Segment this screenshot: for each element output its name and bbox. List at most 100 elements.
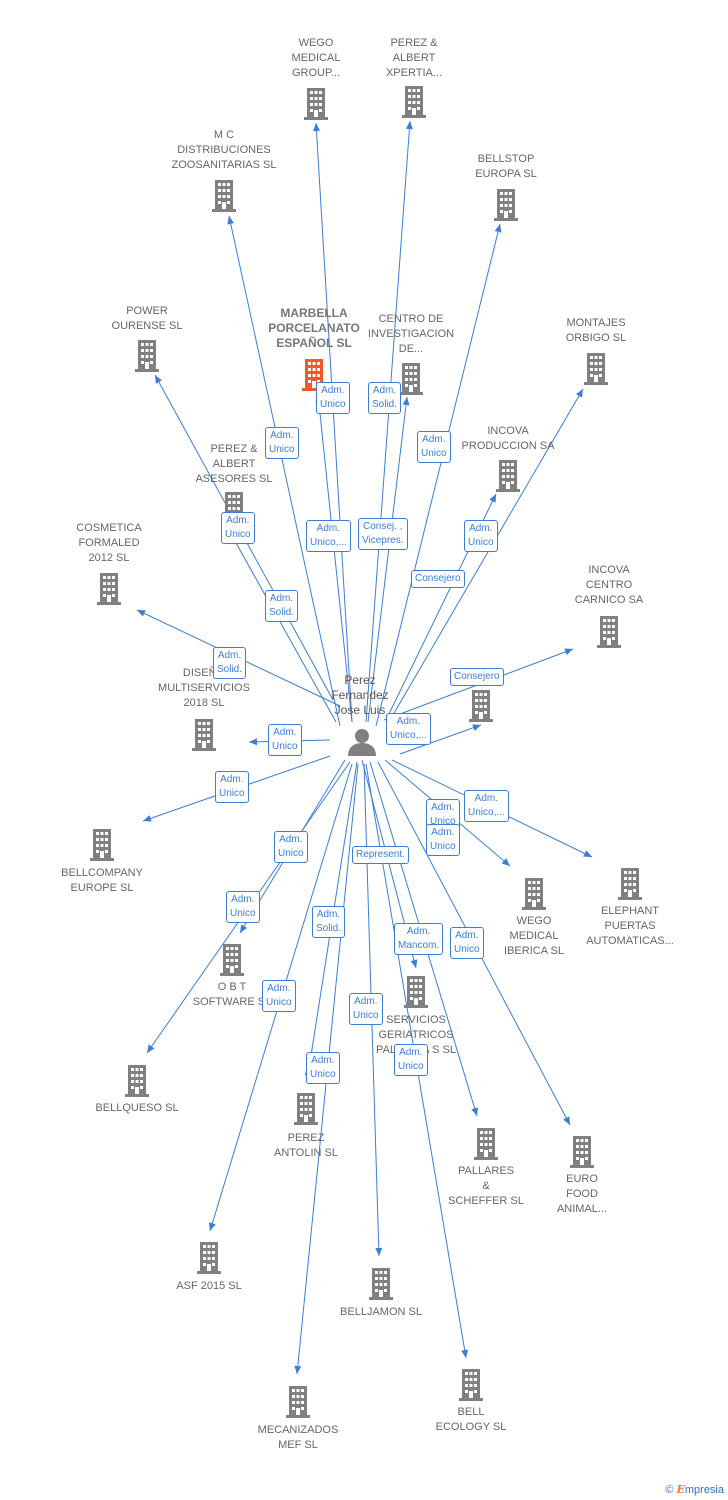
company-label-pallares-scheffer[interactable]: PALLARES & SCHEFFER SL <box>448 1165 524 1207</box>
role-label[interactable]: Adm. Solid. <box>265 590 299 622</box>
company-label-perez-albert-asesores[interactable]: PEREZ & ALBERT ASESORES SL <box>195 443 273 485</box>
edge-ill-sl <box>399 724 482 755</box>
role-label[interactable]: Adm. Unico,... <box>306 520 351 552</box>
edge-bellstop-europa <box>375 223 501 727</box>
role-label[interactable]: Adm. Unico,... <box>464 790 509 822</box>
company-label-servicios-geriatricos[interactable]: SERVICIOS GERIATRICOS PALENCIA S SL <box>376 1014 456 1056</box>
company-label-power-ourense[interactable]: POWER OURENSE SL <box>111 305 183 332</box>
edge-mc-distribuciones <box>228 215 341 727</box>
role-label[interactable]: Adm. Unico <box>265 427 299 459</box>
arrowhead-euro-food-animal <box>563 1116 570 1125</box>
arrowhead-incova-centro-carnico <box>564 648 573 656</box>
building-icon-belljamon[interactable] <box>369 1268 393 1300</box>
company-label-mc-distribuciones[interactable]: M C DISTRIBUCIONES ZOOSANITARIAS SL <box>171 129 277 171</box>
building-icon-perez-albert-xpertia[interactable] <box>402 86 426 118</box>
arrowhead-bellcompany-europe <box>143 815 152 822</box>
building-icon-mecanizados-mef[interactable] <box>286 1386 310 1418</box>
edge-montajes-orbigo <box>389 388 584 721</box>
company-label-bell-ecology[interactable]: BELL ECOLOGY SL <box>435 1406 507 1433</box>
company-label-bellcompany-europe[interactable]: BELLCOMPANY EUROPE SL <box>61 867 143 894</box>
person-icon <box>348 729 376 756</box>
building-icon-power-ourense[interactable] <box>135 340 159 372</box>
arrowhead-ill-sl <box>472 724 481 731</box>
company-label-perez-albert-xpertia[interactable]: PEREZ & ALBERT XPERTIA... <box>385 37 443 79</box>
company-label-wego-medical-iberica[interactable]: WEGO MEDICAL IBERICA SL <box>504 915 564 957</box>
building-icon-wego-medical-iberica[interactable] <box>522 878 546 910</box>
role-label[interactable]: Consejero <box>411 570 465 588</box>
role-label[interactable]: Consejero <box>450 668 504 686</box>
role-label[interactable]: Adm. Solid. <box>312 906 346 938</box>
role-label[interactable]: Adm. Solid. <box>368 382 402 414</box>
role-label[interactable]: Adm. Unico <box>274 831 308 863</box>
company-label-montajes-orbigo[interactable]: MONTAJES ORBIGO SL <box>565 317 627 344</box>
company-label-cosmetica-formaled[interactable]: COSMETICA FORMALED 2012 SL <box>76 522 142 564</box>
role-label[interactable]: Adm. Unico <box>417 431 451 463</box>
building-icon-wego-medical-group[interactable] <box>304 88 328 120</box>
company-label-marbella-porcelanato[interactable]: MARBELLA PORCELANATO ESPAÑOL SL <box>268 306 360 350</box>
building-icon-incova-produccion[interactable] <box>496 460 520 492</box>
role-label[interactable]: Adm. Unico <box>464 520 498 552</box>
building-icon-bellcompany-europe[interactable] <box>90 829 114 861</box>
arrowhead-servicios-geriatricos <box>410 959 418 968</box>
building-icon-bell-ecology[interactable] <box>459 1369 483 1401</box>
arrowhead-obt-software <box>240 924 248 933</box>
arrowhead-cosmetica-formaled <box>137 610 146 617</box>
company-label-bellqueso[interactable]: BELLQUESO SL <box>95 1102 179 1114</box>
role-label[interactable]: Adm. Unico <box>426 824 460 856</box>
role-label[interactable]: Adm. Unico <box>316 382 350 414</box>
company-label-incova-produccion[interactable]: INCOVA PRODUCCION SA <box>461 425 555 452</box>
company-label-belljamon[interactable]: BELLJAMON SL <box>340 1306 422 1318</box>
company-label-centro-investigacion[interactable]: CENTRO DE INVESTIGACION DE... <box>367 313 455 355</box>
company-label-incova-centro-carnico[interactable]: INCOVA CENTRO CARNICO SA <box>574 564 644 606</box>
edge-perez-albert-asesores <box>225 524 337 723</box>
building-icon-asf-2015[interactable] <box>197 1242 221 1274</box>
role-label[interactable]: Adm. Mancom. <box>394 923 444 955</box>
edge-wego-medical-group <box>315 122 353 723</box>
arrowhead-perez-albert-xpertia <box>405 121 413 130</box>
role-label[interactable]: Represent. <box>352 846 409 864</box>
role-label[interactable]: Adm. Solid. <box>213 647 247 679</box>
role-label[interactable]: Consej. , Vicepres. <box>358 518 408 550</box>
building-icon-elephant-puertas[interactable] <box>618 868 642 900</box>
arrowhead-asf-2015 <box>208 1222 216 1231</box>
company-label-mecanizados-mef[interactable]: MECANIZADOS MEF SL <box>257 1424 339 1451</box>
role-label[interactable]: Adm. Unico <box>215 771 249 803</box>
arrowhead-wego-medical-iberica <box>501 858 510 866</box>
building-icon-diseno-multiservicios[interactable] <box>192 719 216 751</box>
building-icon-obt-software[interactable] <box>220 944 244 976</box>
company-label-asf-2015[interactable]: ASF 2015 SL <box>176 1280 242 1292</box>
company-label-wego-medical-group[interactable]: WEGO MEDICAL GROUP... <box>291 37 341 79</box>
company-label-elephant-puertas[interactable]: ELEPHANT PUERTAS AUTOMATICAS... <box>586 905 674 947</box>
building-icon-perez-antolin[interactable] <box>294 1093 318 1125</box>
building-icon-montajes-orbigo[interactable] <box>584 353 608 385</box>
building-icon-euro-food-animal[interactable] <box>570 1136 594 1168</box>
role-label[interactable]: Adm. Unico <box>226 891 260 923</box>
role-label[interactable]: Adm. Unico <box>268 724 302 756</box>
footer-brand: © Empresia <box>665 1483 724 1496</box>
company-label-perez-antolin[interactable]: PEREZ ANTOLIN SL <box>274 1132 338 1159</box>
copyright-icon: © <box>665 1484 674 1496</box>
role-label[interactable]: Adm. Unico <box>450 927 484 959</box>
building-icon-centro-investigacion[interactable] <box>399 363 423 395</box>
role-label[interactable]: Adm. Unico <box>221 512 255 544</box>
edge-centro-investigacion <box>367 396 408 723</box>
company-label-euro-food-animal[interactable]: EURO FOOD ANIMAL... <box>556 1173 608 1215</box>
role-label[interactable]: Adm. Unico,... <box>386 713 431 745</box>
arrowhead-bellstop-europa <box>494 224 502 233</box>
company-label-diseno-multiservicios[interactable]: DISEÑO MULTISERVICIOS 2018 SL <box>158 667 250 709</box>
building-icon-pallares-scheffer[interactable] <box>474 1128 498 1160</box>
building-icon-cosmetica-formaled[interactable] <box>97 573 121 605</box>
company-label-bellstop-europa[interactable]: BELLSTOP EUROPA SL <box>475 153 537 180</box>
center-person-name[interactable]: Perez Fernandez Jose Luis <box>331 673 389 717</box>
role-label[interactable]: Adm. Unico <box>262 980 296 1012</box>
role-label[interactable]: Adm. Unico <box>306 1052 340 1084</box>
building-icon-mc-distribuciones[interactable] <box>212 180 236 212</box>
role-label[interactable]: Adm. Unico <box>349 993 383 1025</box>
building-icon-incova-centro-carnico[interactable] <box>597 616 621 648</box>
role-label[interactable]: Adm. Unico <box>394 1044 428 1076</box>
building-icon-bellqueso[interactable] <box>125 1065 149 1097</box>
building-icon-servicios-geriatricos[interactable] <box>404 976 428 1008</box>
building-icon-ill-sl[interactable] <box>469 690 493 722</box>
building-icon-bellstop-europa[interactable] <box>494 189 518 221</box>
